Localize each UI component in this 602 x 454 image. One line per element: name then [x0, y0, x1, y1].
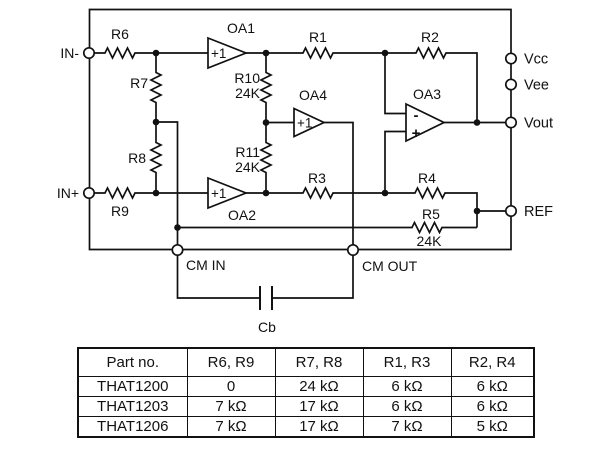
- table-header-cell: R2, R4: [450, 347, 535, 377]
- table-cell: 7 kΩ: [362, 416, 452, 438]
- label-r6: R6: [111, 26, 129, 42]
- table-cell: 7 kΩ: [186, 416, 276, 438]
- table-cell: 24 kΩ: [274, 376, 364, 397]
- resistor-r10: [260, 68, 272, 107]
- junction-dot: [262, 119, 270, 126]
- label-r10: R10: [234, 70, 260, 86]
- label-oa1-gain: +1: [211, 46, 226, 61]
- resistor-r2: [412, 47, 450, 59]
- junction-dot: [174, 224, 181, 231]
- ic-boundary-box: [88, 8, 512, 251]
- label-r8: R8: [128, 150, 146, 166]
- terminal-in-minus: [82, 46, 96, 60]
- table-cell: THAT1206: [77, 416, 188, 438]
- resistor-r7: [150, 68, 162, 107]
- junction-dot: [262, 189, 270, 197]
- terminal-vout: [504, 116, 518, 129]
- resistor-r1: [299, 47, 337, 59]
- junction-dot: [152, 189, 160, 197]
- resistor-r8: [150, 138, 162, 177]
- junction-dots: [152, 49, 481, 231]
- table-row: THAT1206 7 kΩ 17 kΩ 7 kΩ 5 kΩ: [77, 416, 535, 438]
- label-r5: R5: [422, 206, 440, 222]
- label-oa3-minus-input: -: [414, 107, 419, 124]
- label-in-plus: IN+: [57, 185, 79, 201]
- resistor-r11: [260, 138, 272, 177]
- label-cm-out: CM OUT: [362, 258, 418, 274]
- capacitor-cb-plates: [259, 286, 273, 310]
- terminal-vee: [504, 78, 518, 91]
- terminal-ref: [504, 204, 518, 218]
- label-r11-value: 24K: [235, 159, 261, 175]
- label-r10-value: 24K: [235, 85, 261, 101]
- resistor-values-table: Part no. R6, R9 R7, R8 R1, R3 R2, R4 THA…: [77, 347, 535, 438]
- table-row: THAT1203 7 kΩ 17 kΩ 6 kΩ 6 kΩ: [77, 396, 535, 417]
- label-vout: Vout: [524, 116, 553, 132]
- label-r11: R11: [235, 144, 260, 160]
- terminal-cm-out: [346, 243, 360, 257]
- table-header-cell: R6, R9: [186, 347, 276, 377]
- opamp-oa1-triangle: [207, 36, 249, 70]
- label-r2: R2: [421, 29, 439, 45]
- junction-dot: [473, 207, 481, 215]
- terminal-in-plus: [82, 186, 96, 200]
- terminal-vcc: [504, 52, 518, 65]
- table-cell: 6 kΩ: [362, 396, 452, 417]
- label-r4: R4: [418, 170, 436, 186]
- label-r1: R1: [309, 29, 327, 45]
- table-cell: 6 kΩ: [362, 376, 452, 397]
- resistor-r4: [411, 187, 449, 199]
- table-header-cell: Part no.: [77, 347, 188, 377]
- table-cell: THAT1200: [77, 376, 188, 397]
- junction-dot: [262, 49, 270, 57]
- opamp-oa4-triangle: [293, 107, 327, 138]
- label-r5-value: 24K: [417, 233, 443, 249]
- table-cell: 17 kΩ: [274, 396, 364, 417]
- label-r7: R7: [130, 75, 148, 91]
- opamp-oa2-triangle: [207, 176, 249, 210]
- label-oa2: OA2: [228, 207, 256, 223]
- label-cm-in: CM IN: [186, 257, 226, 273]
- circuit-wires: [94, 52, 506, 299]
- table-row: THAT1200 0 24 kΩ 6 kΩ 6 kΩ: [77, 376, 535, 397]
- table-cell: 6 kΩ: [450, 396, 535, 417]
- label-oa3-plus-input: +: [412, 125, 421, 142]
- label-r9: R9: [111, 203, 129, 219]
- junction-dot: [473, 119, 481, 126]
- junction-dot: [381, 49, 389, 57]
- label-cb: Cb: [258, 319, 276, 335]
- label-in-minus: IN-: [60, 45, 79, 61]
- junction-dot: [381, 189, 389, 197]
- resistor-r3: [299, 187, 337, 199]
- table-cell: 7 kΩ: [186, 396, 276, 417]
- label-oa3: OA3: [413, 86, 441, 102]
- junction-dot: [152, 49, 160, 57]
- table-cell: 5 kΩ: [450, 416, 535, 438]
- table-cell: THAT1203: [77, 396, 188, 417]
- table-header-row: Part no. R6, R9 R7, R8 R1, R3 R2, R4: [77, 347, 535, 377]
- table-header-cell: R7, R8: [274, 347, 364, 377]
- table-cell: 0: [186, 376, 276, 397]
- label-ref: REF: [524, 204, 553, 220]
- label-vcc: Vcc: [524, 52, 548, 68]
- resistor-r9: [101, 187, 139, 199]
- opamp-oa3-triangle: [405, 102, 446, 143]
- resistor-r6: [101, 47, 139, 59]
- label-oa4: OA4: [299, 87, 327, 103]
- label-oa1: OA1: [227, 20, 255, 36]
- terminals: [82, 46, 518, 257]
- resistor-r5: [408, 221, 446, 234]
- terminal-cm-in: [171, 243, 184, 257]
- label-oa2-gain: +1: [211, 186, 226, 201]
- label-oa4-gain: +1: [297, 116, 312, 131]
- table-header-cell: R1, R3: [362, 347, 452, 377]
- table-cell: 6 kΩ: [450, 376, 535, 397]
- label-r3: R3: [308, 170, 326, 186]
- junction-dot: [152, 118, 160, 126]
- label-vee: Vee: [524, 78, 549, 94]
- table-cell: 17 kΩ: [274, 416, 364, 438]
